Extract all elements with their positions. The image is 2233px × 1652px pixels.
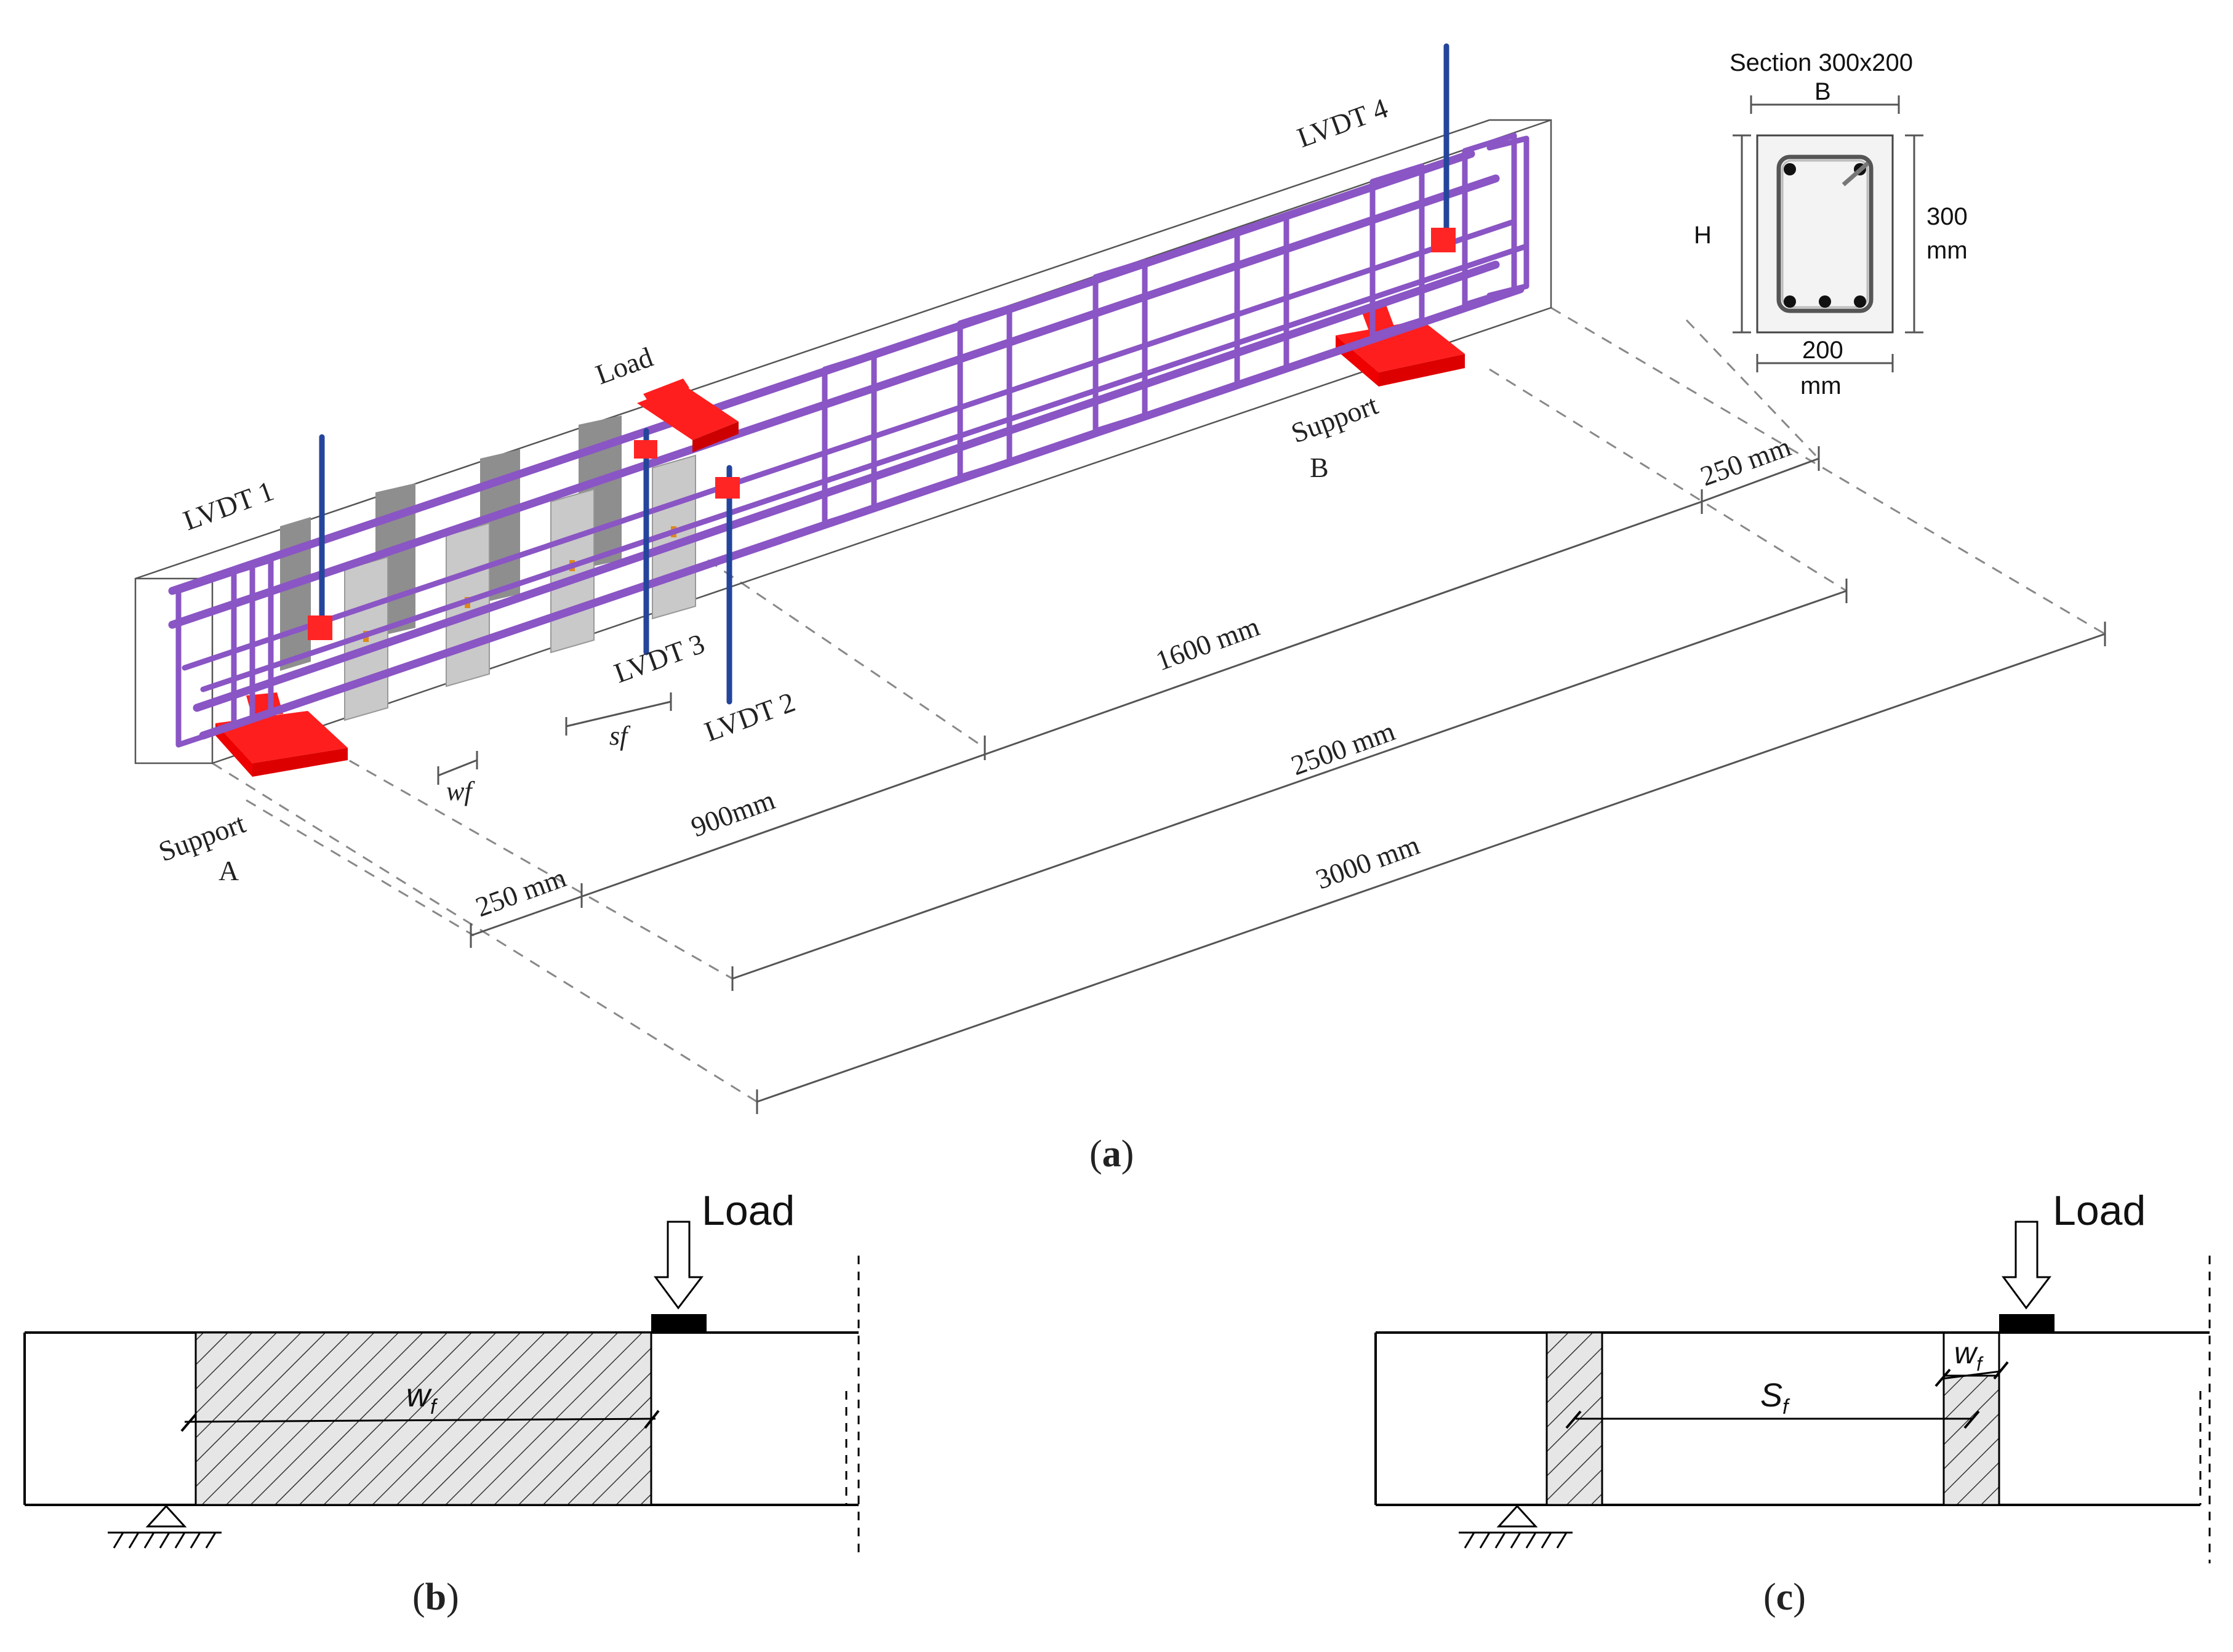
- dim-1600: 1600 mm: [1152, 611, 1264, 677]
- panel-c-wf: wf: [1954, 1336, 1984, 1375]
- panel-c-sf: Sf: [1760, 1377, 1790, 1419]
- support-b-label-line1: Support: [1287, 389, 1382, 449]
- load-beam: [637, 379, 739, 452]
- frp-strip-c-2: [1942, 1374, 2000, 1506]
- dimension-lines: [437, 446, 2106, 1114]
- caption-b: (b): [412, 1576, 459, 1618]
- panel-b: wf Load (b): [23, 1187, 860, 1618]
- caption-c: (c): [1763, 1576, 1806, 1618]
- load-label: Load: [591, 341, 657, 390]
- dim-900: 900mm: [687, 784, 779, 843]
- section-h-label: H: [1694, 222, 1712, 249]
- dim-250-left: 250 mm: [471, 861, 571, 923]
- section-width-value: 200: [1802, 337, 1843, 364]
- support-b-label-line2: B: [1310, 452, 1329, 483]
- lvdt2-label: LVDT 2: [700, 686, 799, 747]
- dim-250-right: 250 mm: [1696, 430, 1795, 492]
- section-b-label: B: [1814, 78, 1831, 105]
- section-height-unit: mm: [1926, 237, 1968, 264]
- panel-c-load: Load: [2053, 1187, 2146, 1234]
- panel-c: Sf wf Load (c): [1374, 1187, 2211, 1618]
- section-width-unit: mm: [1800, 372, 1842, 399]
- support-triangle-b: [145, 1504, 187, 1528]
- section-height-value: 300: [1926, 203, 1968, 230]
- section-title: Section 300x200: [1730, 49, 1913, 76]
- dim-3000: 3000 mm: [1312, 829, 1424, 896]
- cross-section-inset: Section 300x200 B H 300 mm: [1694, 49, 1968, 399]
- reinforcement-cage: [168, 132, 1529, 748]
- support-a-label-line2: A: [218, 855, 239, 886]
- panel-a: LVDT 1 LVDT 2 LVDT 3 LVDT 4 Load Support…: [134, 43, 2106, 1175]
- caption-a: (a): [1089, 1133, 1134, 1175]
- load-plate-c: [1999, 1314, 2055, 1333]
- wf-label: wf: [446, 776, 475, 806]
- load-arrow-b: [654, 1221, 704, 1310]
- lvdt-sensors: [308, 43, 1456, 705]
- panel-b-load: Load: [702, 1187, 795, 1234]
- dim-2500: 2500 mm: [1287, 715, 1399, 782]
- sf-label: sf: [609, 721, 631, 751]
- support-triangle-c: [1496, 1504, 1538, 1528]
- lvdt4-label: LVDT 4: [1293, 92, 1392, 153]
- load-plate-b: [651, 1314, 707, 1333]
- extension-lines: [212, 307, 2106, 1103]
- lvdt3-label: LVDT 3: [610, 627, 708, 689]
- load-arrow-c: [2002, 1221, 2052, 1310]
- lvdt1-label: LVDT 1: [179, 475, 278, 536]
